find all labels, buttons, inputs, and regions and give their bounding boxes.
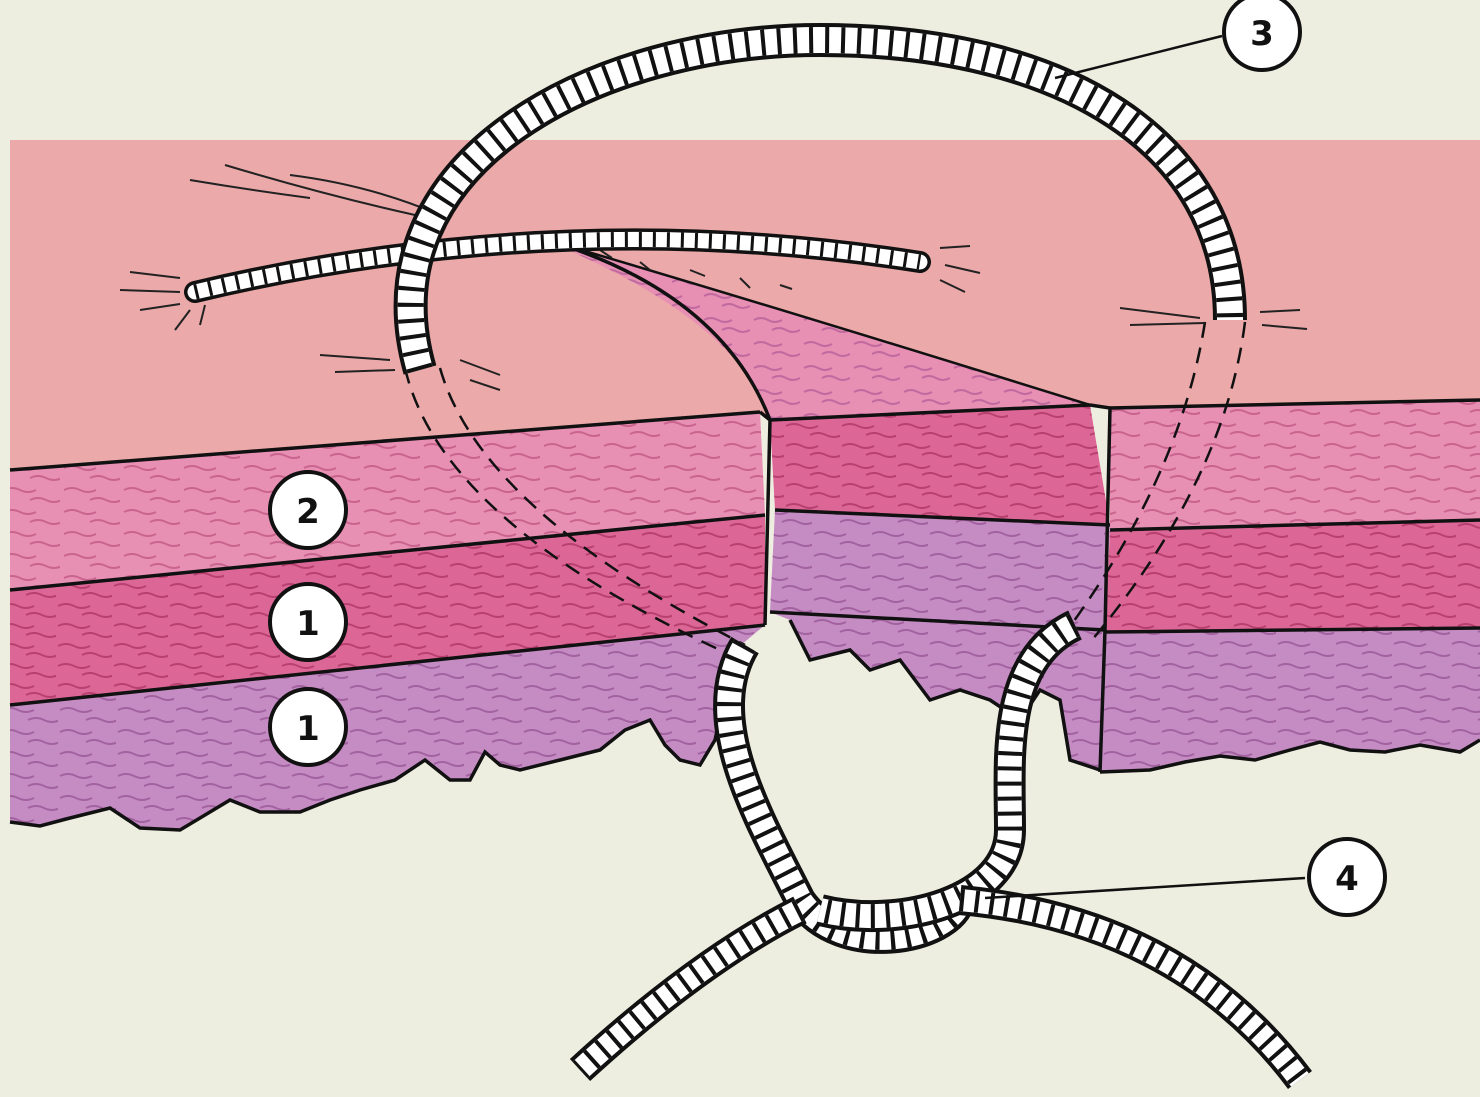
label-layer-2: 2 (296, 492, 320, 532)
label-layer-1-lower: 1 (296, 709, 320, 749)
callout-knot: 4 (1309, 839, 1385, 915)
label-knot: 4 (1335, 859, 1359, 899)
callout-suture-loop: 3 (1224, 0, 1300, 70)
label-suture-loop: 3 (1250, 14, 1274, 54)
leader-line-4 (985, 878, 1305, 898)
callout-layer-1-lower: 1 (270, 689, 346, 765)
label-layer-1-upper: 1 (296, 604, 320, 644)
left-tissue-block (10, 412, 765, 830)
callout-layer-1-upper: 1 (270, 584, 346, 660)
callout-layer-2: 2 (270, 472, 346, 548)
leader-line-3 (1055, 36, 1222, 78)
right-tissue-block (1100, 400, 1480, 772)
